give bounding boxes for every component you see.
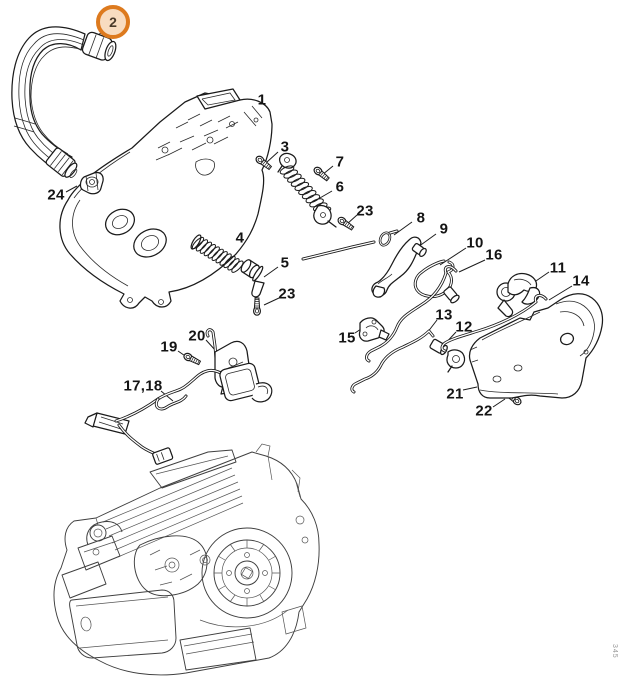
part-label-15[interactable]: 15: [338, 329, 356, 347]
lever-9-drawing: [372, 237, 428, 297]
part-label-14[interactable]: 14: [572, 272, 590, 290]
grommet-24-drawing: [80, 172, 103, 193]
part-label-6[interactable]: 6: [335, 178, 345, 196]
screw-19: [182, 351, 202, 367]
part-label-11[interactable]: 11: [549, 259, 567, 277]
spring-4-drawing: [189, 233, 246, 277]
rear-handle-21-drawing: [469, 294, 602, 398]
page-watermark: 345: [611, 644, 618, 659]
part-11-drawing: [497, 273, 540, 316]
top-housing-drawing: [60, 89, 272, 308]
part-label-10[interactable]: 10: [466, 234, 484, 252]
wire-8-drawing: [303, 231, 397, 259]
part-label-4[interactable]: 4: [235, 229, 245, 247]
screw-23-lower: [253, 297, 261, 316]
part-5-drawing: [238, 257, 264, 297]
screw-7: [311, 165, 331, 183]
harness-17-18-drawing: [85, 362, 272, 465]
part-label-5[interactable]: 5: [280, 254, 290, 272]
wire-13-drawing: [352, 331, 433, 392]
screw-23-upper: [336, 215, 356, 232]
handlebar-drawing: [12, 27, 119, 182]
wire-16-drawing: [367, 267, 456, 361]
part-label-24[interactable]: 24: [47, 186, 65, 204]
part-label-2: 2: [109, 14, 117, 30]
part-label-7[interactable]: 7: [335, 153, 345, 171]
part-label-20[interactable]: 20: [188, 327, 206, 345]
spring-6-drawing: [277, 153, 336, 227]
part-label-16[interactable]: 16: [485, 246, 503, 264]
part-12-drawing: [429, 339, 464, 372]
part-label-13[interactable]: 13: [435, 306, 453, 324]
part-label-1[interactable]: 1: [257, 91, 267, 109]
part-label-17-18[interactable]: 17,18: [123, 377, 163, 395]
part-label-3[interactable]: 3: [280, 138, 290, 156]
highlight-callout-2[interactable]: 2: [96, 5, 130, 39]
part-label-8[interactable]: 8: [416, 209, 426, 227]
part-label-22[interactable]: 22: [475, 402, 493, 420]
part-label-19[interactable]: 19: [160, 338, 178, 356]
wire-14-drawing: [442, 295, 546, 351]
part-label-23b[interactable]: 23: [278, 285, 296, 303]
engine-assembly-drawing: [54, 444, 319, 675]
wire-10-drawing: [415, 261, 460, 304]
part-label-12[interactable]: 12: [455, 318, 473, 336]
part-label-21[interactable]: 21: [446, 385, 464, 403]
part-label-9[interactable]: 9: [439, 220, 449, 238]
part-label-23a[interactable]: 23: [356, 202, 374, 220]
part-15-drawing: [359, 318, 389, 341]
